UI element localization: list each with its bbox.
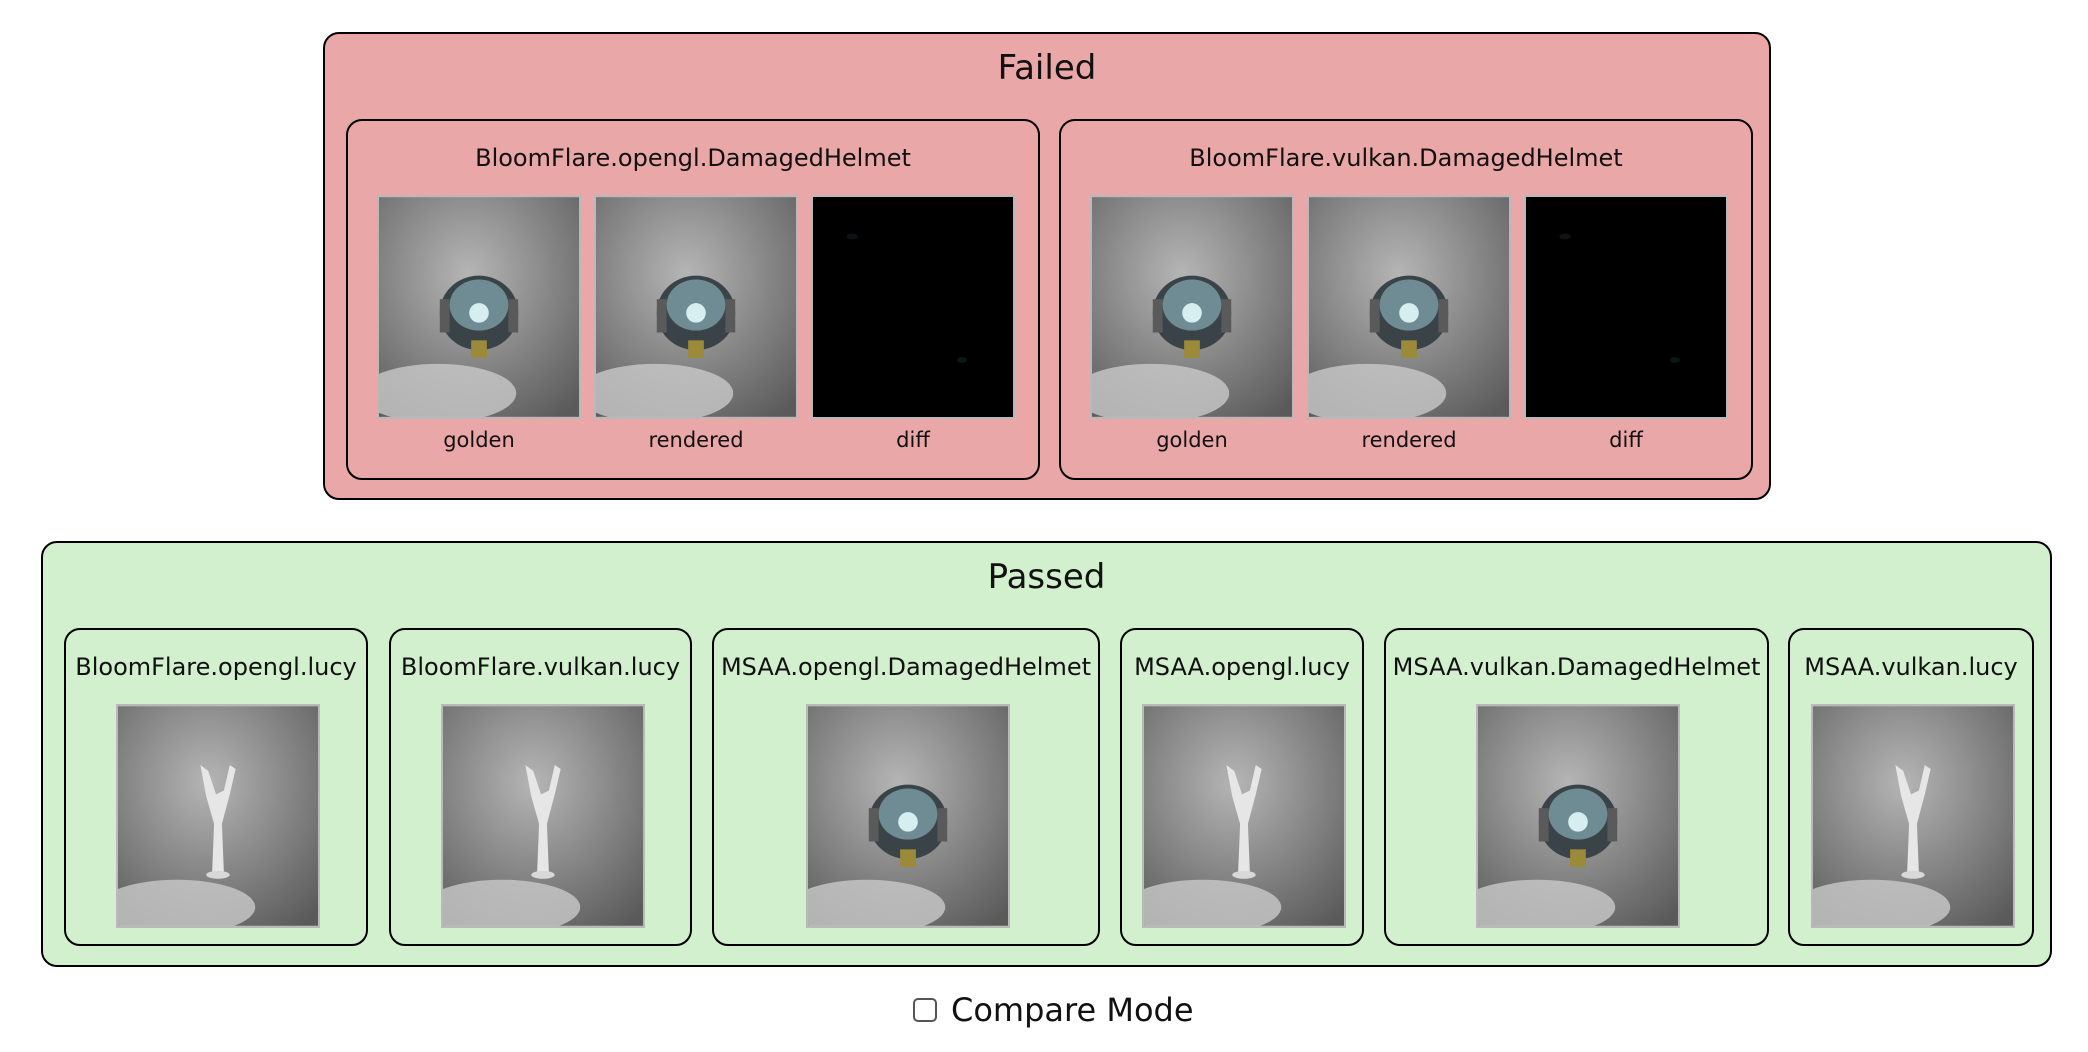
helmet-render (1478, 706, 1678, 926)
rendered-image[interactable] (441, 704, 645, 928)
test-name: MSAA.opengl.DamagedHelmet (720, 653, 1092, 681)
passed-test-card: BloomFlare.vulkan.lucy (389, 628, 692, 946)
rendered-label: rendered (648, 428, 744, 452)
rendered-image[interactable] (1142, 704, 1346, 928)
passed-group: Passed BloomFlare.opengl.lucy BloomFlare… (41, 541, 2052, 967)
compare-mode-label: Compare Mode (951, 991, 1194, 1029)
diff-label: diff (896, 428, 930, 452)
passed-test-card: MSAA.opengl.DamagedHelmet (712, 628, 1100, 946)
golden-image[interactable] (377, 195, 581, 419)
rendered-image[interactable] (806, 704, 1010, 928)
lucy-render (1144, 706, 1344, 926)
test-name: BloomFlare.vulkan.lucy (400, 653, 681, 681)
passed-group-title: Passed (987, 557, 1106, 597)
diff-image[interactable] (811, 195, 1015, 419)
rendered-image[interactable] (1476, 704, 1680, 928)
test-name: MSAA.vulkan.DamagedHelmet (1392, 653, 1761, 681)
golden-label: golden (443, 428, 515, 452)
rendered-image[interactable] (116, 704, 320, 928)
passed-test-card: BloomFlare.opengl.lucy (64, 628, 368, 946)
lucy-render (1813, 706, 2013, 926)
golden-image[interactable] (1090, 195, 1294, 419)
passed-test-card: MSAA.vulkan.DamagedHelmet (1384, 628, 1769, 946)
failed-group: Failed BloomFlare.opengl.DamagedHelmet (323, 32, 1771, 500)
failed-group-title: Failed (997, 48, 1097, 88)
failed-test-card: BloomFlare.vulkan.DamagedHelmet (1059, 119, 1753, 480)
diff-render (813, 197, 1013, 417)
passed-test-card: MSAA.vulkan.lucy (1788, 628, 2034, 946)
compare-mode-toggle[interactable]: Compare Mode (913, 990, 1194, 1030)
failed-test-card: BloomFlare.opengl.DamagedHelmet (346, 119, 1040, 480)
lucy-render (443, 706, 643, 926)
passed-test-card: MSAA.opengl.lucy (1120, 628, 1364, 946)
diff-image[interactable] (1524, 195, 1728, 419)
rendered-image[interactable] (594, 195, 798, 419)
diff-render (1526, 197, 1726, 417)
rendered-image[interactable] (1307, 195, 1511, 419)
helmet-render (1309, 197, 1509, 417)
golden-label: golden (1156, 428, 1228, 452)
lucy-render (118, 706, 318, 926)
test-name: MSAA.opengl.lucy (1134, 653, 1350, 681)
helmet-render (596, 197, 796, 417)
test-name: MSAA.vulkan.lucy (1804, 653, 2018, 681)
test-name: BloomFlare.opengl.DamagedHelmet (475, 144, 911, 172)
diff-label: diff (1609, 428, 1643, 452)
rendered-image[interactable] (1811, 704, 2015, 928)
helmet-render (379, 197, 579, 417)
rendered-label: rendered (1361, 428, 1457, 452)
helmet-render (808, 706, 1008, 926)
compare-mode-checkbox[interactable] (913, 998, 937, 1022)
helmet-render (1092, 197, 1292, 417)
test-name: BloomFlare.vulkan.DamagedHelmet (1189, 144, 1623, 172)
test-name: BloomFlare.opengl.lucy (75, 653, 357, 681)
